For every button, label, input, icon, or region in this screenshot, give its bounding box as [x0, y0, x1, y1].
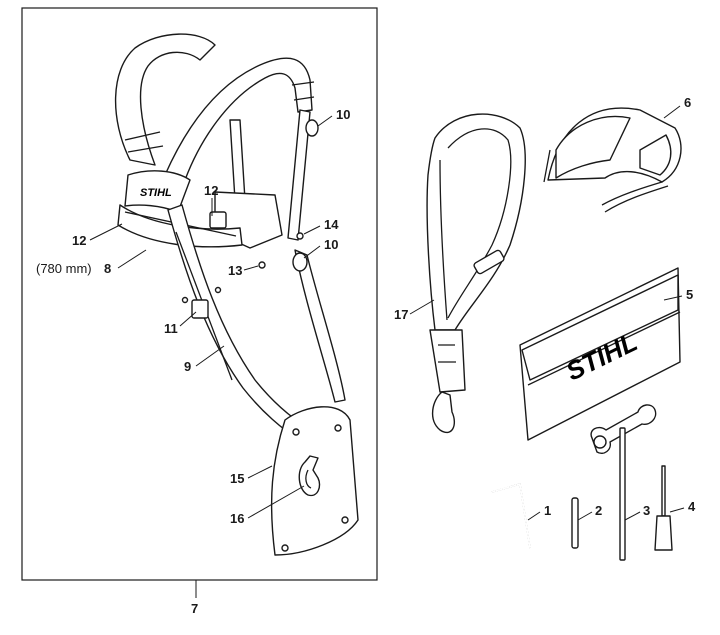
carabiner-hook [298, 455, 321, 497]
leader-4 [669, 507, 685, 513]
leader-6 [663, 105, 681, 119]
buckle-upper [209, 211, 227, 229]
hex-key-1-inner [491, 482, 531, 549]
callout-1: 1 [544, 503, 552, 518]
leader-10a [317, 115, 333, 127]
shoulder-pad-right [164, 57, 313, 181]
callout-7: 7 [191, 601, 199, 616]
screwdriver-4 [654, 465, 673, 551]
strap-17-tab [429, 329, 466, 393]
leader-3 [624, 511, 641, 521]
callout-3: 3 [643, 503, 651, 518]
back-strap-right [287, 109, 311, 241]
callout-5: 5 [686, 287, 694, 302]
back-strap-left [229, 119, 246, 201]
callout-10-lower: 10 [324, 237, 339, 252]
leader-14 [303, 225, 321, 235]
leader-10b [303, 245, 321, 259]
leader-5 [663, 295, 683, 301]
callout-10-upper: 10 [336, 107, 351, 122]
callout-17: 17 [394, 307, 409, 322]
callout-11: 11 [164, 321, 178, 336]
leader-12a [89, 223, 123, 241]
knob-lower [292, 252, 308, 272]
leader-1 [527, 511, 541, 521]
safety-glasses-6 [543, 107, 682, 213]
callout-12-center: 12 [204, 183, 219, 198]
buckle-11 [191, 299, 209, 319]
pin-2 [571, 497, 579, 549]
tool-pouch-5: STIHL [519, 267, 681, 441]
screw-13 [258, 261, 266, 269]
leader-2 [577, 511, 593, 521]
screw-14 [296, 232, 304, 240]
leader-13 [243, 265, 259, 271]
shoulder-badge-brand: STIHL [140, 187, 172, 199]
shoulder-pad-left [114, 33, 216, 166]
callout-12-left: 12 [72, 233, 87, 248]
shoulder-badge [124, 170, 191, 213]
leader-17 [409, 299, 435, 315]
callout-15: 15 [230, 471, 245, 486]
strap-17-hook [432, 391, 456, 434]
callout-8: 8 [104, 261, 112, 276]
harness-assembly-frame [21, 7, 378, 581]
side-strap [294, 249, 346, 403]
callout-4: 4 [688, 499, 696, 514]
screw-11a [181, 296, 189, 304]
callout-16: 16 [230, 511, 245, 526]
callout-6: 6 [684, 95, 692, 110]
callout-8-prefix: (780 mm) [36, 261, 92, 276]
leader-8 [117, 249, 147, 269]
hip-belt [117, 204, 243, 248]
leader-9 [195, 345, 225, 367]
callout-2: 2 [595, 503, 603, 518]
leader-16 [247, 485, 305, 519]
combination-wrench-3 [590, 404, 657, 561]
leader-11 [179, 311, 197, 327]
leader-15 [247, 465, 273, 479]
callout-13: 13 [228, 263, 243, 278]
shoulder-strap-17 [426, 113, 526, 434]
harness-group: STIHL [114, 33, 359, 556]
knob-upper [305, 119, 319, 137]
screw-11b [214, 286, 222, 294]
callout-9: 9 [184, 359, 192, 374]
callout-14: 14 [324, 217, 339, 232]
